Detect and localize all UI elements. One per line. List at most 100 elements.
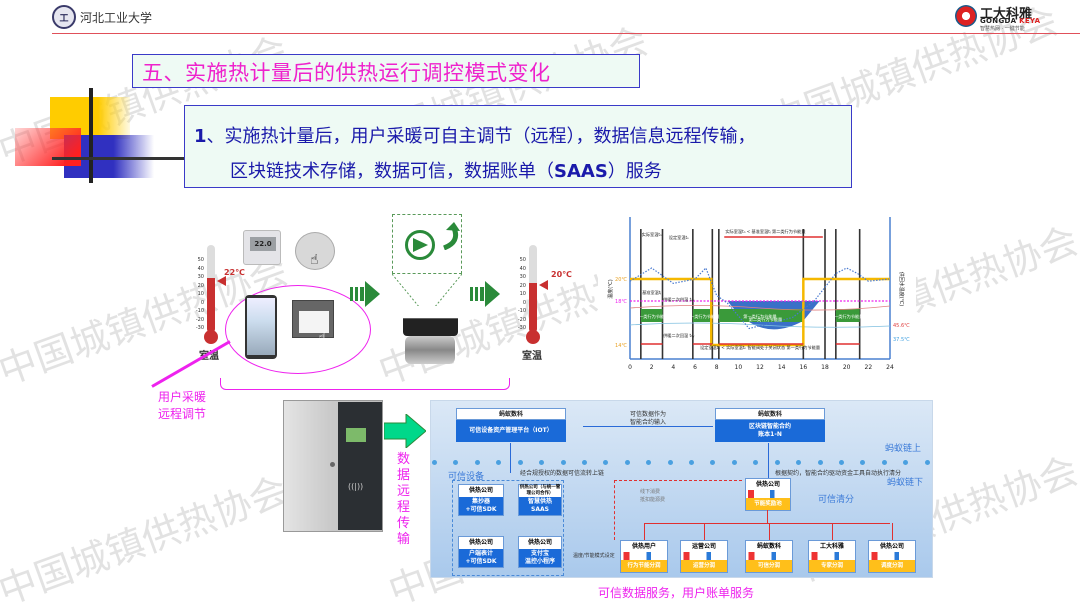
- contract-arrow-line: [768, 443, 769, 485]
- x-tick-label: 24: [886, 364, 894, 371]
- arrow-right-icon: [470, 281, 500, 307]
- distribution-arrow: [832, 523, 833, 540]
- header-divider: [52, 33, 1080, 34]
- chart-annotation: 设定室温tₛ < 实际室温tₙ 智能阀处于关闭状态 第一类行为节能量: [700, 344, 820, 351]
- device-line-1: 户端表计: [468, 550, 493, 557]
- thermometer-tick: -20: [195, 316, 204, 323]
- payment-logos-icon: [746, 552, 792, 560]
- thermometer-right-label: 室温: [522, 351, 542, 362]
- wall-thermostat: 22.0: [243, 230, 281, 265]
- distribution-arrow: [769, 523, 770, 540]
- chart-annotation: 设定室温tₛ: [669, 234, 689, 241]
- series-actual-temp: [629, 266, 891, 330]
- chain-node-icon: [881, 460, 887, 465]
- device-line-2: +可信SDK: [465, 506, 497, 513]
- first-class-saving-band: [718, 309, 804, 322]
- x-tick-label: 10: [735, 364, 743, 371]
- subtitle-line-2: 区块链技术存储，数据可信，数据账单（SAAS）服务: [230, 157, 662, 183]
- payment-logos-icon: [746, 490, 790, 498]
- remote-control-highlight: [225, 285, 371, 374]
- chart-annotation: 实际室温tₙ: [642, 231, 662, 238]
- university-name: 河北工业大学: [80, 11, 153, 25]
- recipient-name: 蚂蚁数科: [756, 543, 781, 550]
- thermostat-display: 22.0: [250, 237, 276, 251]
- payment-logos-icon: [681, 552, 727, 560]
- x-tick-label: 12: [756, 364, 764, 371]
- phone-screen: [247, 298, 275, 355]
- x-tick-label: 20: [843, 364, 851, 371]
- chain-node-icon: [903, 460, 909, 465]
- x-tick-label: 14: [778, 364, 786, 371]
- y-axis-label-left: 温度(℃): [607, 279, 614, 299]
- thermometer-tick: -20: [517, 316, 526, 323]
- chain-node-icon: [496, 460, 502, 465]
- thermometer-left-fill: [207, 278, 215, 333]
- uplink-note: 经合规授权的数据可信流转上链: [520, 470, 605, 477]
- thermometer-tick: 40: [519, 265, 526, 272]
- chain-upper-label: 蚂蚁链上: [885, 444, 922, 454]
- device-line-2: +可信SDK: [465, 558, 497, 565]
- device-line-1: 支付宝: [530, 550, 549, 557]
- recipient-card: 运营公司运营分润: [680, 540, 728, 573]
- recipient-share: 行为节能分润: [621, 560, 667, 572]
- flow-label-1: 可信数据作为: [630, 411, 667, 418]
- thermometer-tick: 0: [200, 299, 204, 306]
- remote-adjust-label: 用户采暖远程调节: [158, 389, 206, 423]
- offline-note-1: 线下消费: [640, 489, 661, 495]
- x-tick-label: 18: [821, 364, 829, 371]
- supply-temp-line: [629, 305, 891, 311]
- recipient-name: 工大科雅: [819, 543, 844, 550]
- brand-sub-right: KEYA: [1019, 17, 1041, 25]
- recipient-share: 调度分润: [869, 560, 915, 572]
- rotate-arrow-icon: [443, 222, 460, 250]
- device-group: [452, 480, 564, 576]
- chain-node-icon: [474, 460, 480, 465]
- chain-node-icon: [603, 460, 609, 465]
- chain-node-icon: [624, 460, 630, 465]
- flow-arrow-line: [583, 426, 713, 427]
- chain-node-icon: [667, 460, 673, 465]
- cabinet-lock-icon: [330, 462, 335, 467]
- thermometer-left-label: 室温: [199, 351, 219, 362]
- x-tick-label: 8: [715, 364, 719, 371]
- decoration-red-square: [15, 128, 81, 166]
- x-tick-label: 2: [650, 364, 654, 371]
- recipient-share: 可信分润: [746, 560, 792, 572]
- contract-body: 区块链智能合约账本1-N: [715, 420, 825, 442]
- device-line-1: 智慧供热: [527, 498, 552, 505]
- temperature-pointer-icon: [217, 276, 226, 286]
- thermometer-tick: 40: [197, 265, 204, 272]
- recipient-name: 运营公司: [691, 543, 716, 550]
- center-company-card: 供热公司节能奖励池: [745, 478, 791, 511]
- recipient-card: 供热用户行为节能分润: [620, 540, 668, 573]
- chart-annotation: 实际室温tₙ < 基准室温tⱼ 第二类行为节能量: [725, 228, 805, 235]
- hand-pointer-icon: ☝: [310, 252, 319, 268]
- return-temp-line: [629, 322, 891, 328]
- distribution-line: [767, 510, 768, 524]
- thermometer-tick: 0: [522, 299, 526, 306]
- contract-body-line-2: 账本1-N: [758, 431, 782, 438]
- footer-caption: 可信数据服务，用户账单服务: [598, 586, 755, 600]
- remote-label-line-1: 用户采暖: [158, 390, 207, 404]
- iot-platform-header: 蚂蚁数科: [456, 408, 566, 420]
- device-line-1: 集抄器: [471, 498, 490, 505]
- center-company-name: 供热公司: [755, 481, 780, 488]
- chain-node-icon: [646, 460, 652, 465]
- thermometer-tick: 10: [197, 291, 204, 297]
- subtitle-number: 1: [194, 126, 207, 147]
- first-class-saving-band: [640, 309, 663, 322]
- chain-node-icon: [817, 460, 823, 465]
- x-tick-label: 16: [800, 364, 808, 371]
- recipient-card: 工大科雅专家分润: [808, 540, 856, 573]
- thermometer-right-fill: [529, 283, 537, 333]
- thermometer-tick: 20: [519, 282, 526, 289]
- brand-tagline: 智慧热网 · 一键节能: [980, 26, 1025, 32]
- reward-pool-label: 节能奖励池: [746, 498, 790, 510]
- watermark: 中国城镇供热协会: [0, 468, 294, 614]
- blockchain-nodes: [432, 460, 930, 466]
- control-panel-screen: [299, 311, 329, 333]
- play-triangle-icon: [413, 238, 428, 252]
- thermometer-tick: -10: [195, 308, 204, 314]
- thermometer-right: [529, 245, 537, 333]
